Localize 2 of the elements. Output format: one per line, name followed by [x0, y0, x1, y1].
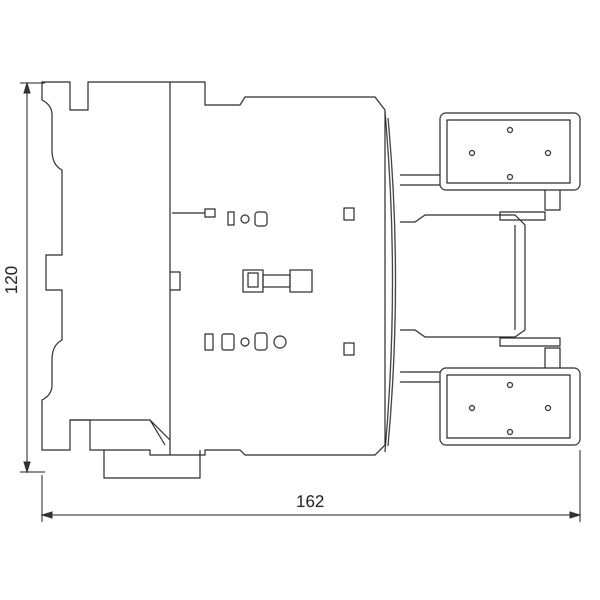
- dimension-label: 162: [296, 492, 324, 512]
- dimension-label: 120: [2, 266, 22, 294]
